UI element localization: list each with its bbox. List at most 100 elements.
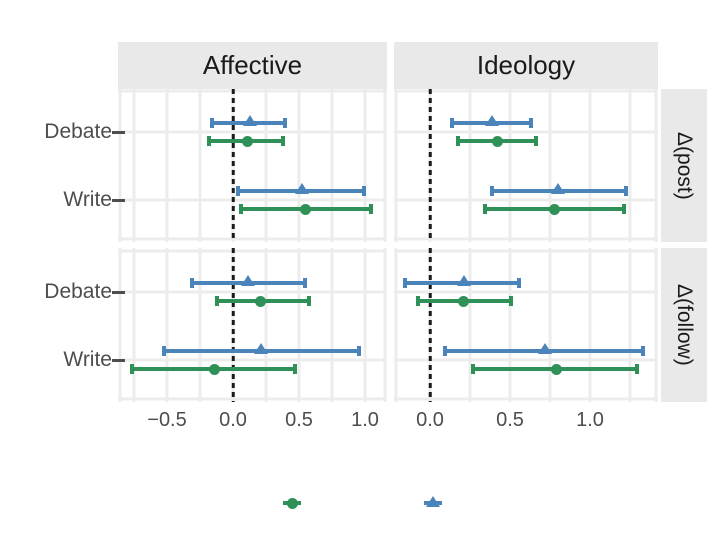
panel-ideology-follow: [394, 248, 658, 402]
x-tick-label: 0.0: [219, 409, 247, 431]
ci-cap-low: [130, 364, 135, 374]
gridline-vertical: [628, 248, 632, 402]
zero-reference-line: [231, 89, 235, 242]
ci-cap-low: [162, 345, 167, 356]
y-category-label: Write: [63, 348, 112, 371]
panel-edge-left: [394, 248, 398, 402]
x-tick-label: 1.0: [576, 409, 604, 431]
gridline-vertical: [264, 89, 268, 242]
gridline-vertical: [297, 248, 301, 402]
legend-key-circle: [286, 497, 298, 509]
gridline-vertical: [628, 89, 632, 242]
point-marker-circle: [300, 203, 312, 215]
facet-strip-delta-post: Δ(post): [661, 89, 707, 242]
point-marker-circle: [209, 363, 221, 375]
ci-cap-high: [293, 364, 298, 374]
ci-cap-high: [529, 117, 534, 128]
gridline-vertical: [330, 248, 334, 402]
facet-strip-delta-follow-label: Δ(follow): [673, 284, 696, 366]
point-marker-circle: [255, 295, 267, 307]
gridline-vertical: [198, 248, 202, 402]
panel-edge-right: [383, 248, 387, 402]
gridline-horizontal: [394, 358, 658, 362]
y-axis-tick: [112, 198, 125, 202]
ci-cap-low: [235, 185, 240, 196]
y-axis-tick: [112, 290, 125, 294]
point-marker-triangle: [240, 275, 255, 286]
point-marker-triangle: [243, 115, 258, 126]
gridline-horizontal: [118, 290, 387, 294]
point-marker-circle: [550, 363, 562, 375]
gridline-horizontal: [394, 130, 658, 134]
gridline-vertical: [508, 89, 512, 242]
ci-cap-low: [470, 364, 475, 374]
point-marker-triangle: [253, 343, 268, 354]
gridline-vertical: [132, 248, 136, 402]
gridline-vertical: [264, 248, 268, 402]
gridline-vertical: [198, 89, 202, 242]
gridline-vertical: [588, 89, 592, 242]
gridline-horizontal: [394, 89, 658, 93]
gridline-horizontal: [118, 130, 387, 134]
ci-cap-high: [282, 117, 287, 128]
point-marker-circle: [549, 203, 561, 215]
facet-strip-ideology-label: Ideology: [476, 50, 576, 80]
gridline-vertical: [297, 89, 301, 242]
point-marker-triangle: [551, 183, 565, 194]
ci-cap-high: [281, 136, 286, 146]
panel-edge-left: [118, 248, 122, 402]
gridline-horizontal: [118, 237, 387, 241]
gridline-vertical: [548, 248, 552, 402]
x-tick-label: 0.0: [416, 409, 444, 431]
point-marker-circle: [242, 135, 254, 147]
panel-ideology-post: [394, 89, 658, 242]
zero-reference-line: [428, 89, 432, 242]
ci-cap-low: [456, 136, 461, 146]
gridline-horizontal: [118, 249, 387, 253]
ci-cap-high: [635, 364, 639, 374]
point-marker-triangle: [294, 183, 309, 194]
gridline-horizontal: [118, 198, 387, 202]
gridline-horizontal: [394, 198, 658, 202]
gridline-vertical: [165, 89, 169, 242]
ci-cap-low: [443, 345, 448, 356]
ci-cap-low: [416, 296, 421, 306]
panel-edge-right: [383, 89, 387, 242]
facet-strip-delta-follow: Δ(follow): [661, 248, 707, 402]
zero-reference-line: [231, 248, 235, 402]
gridline-vertical: [363, 89, 367, 242]
gridline-horizontal: [394, 397, 658, 401]
gridline-vertical: [363, 248, 367, 402]
ci-cap-high: [508, 296, 513, 306]
ci-cap-low: [214, 296, 219, 306]
facet-strip-affective-label: Affective: [202, 50, 303, 80]
y-category-label: Debate: [44, 120, 112, 143]
gridline-vertical: [508, 248, 512, 402]
panel-edge-left: [118, 89, 122, 242]
gridline-vertical: [165, 248, 169, 402]
gridline-vertical: [588, 248, 592, 402]
ci-cap-low: [206, 136, 211, 146]
facet-strip-delta-post-label: Δ(post): [673, 131, 696, 200]
ci-cap-high: [362, 185, 366, 196]
gridline-horizontal: [118, 89, 387, 93]
ci-cap-low: [483, 204, 488, 214]
ci-cap-high: [368, 204, 373, 214]
ci-cap-high: [534, 136, 539, 146]
ci-cap-high: [302, 277, 307, 288]
y-axis-tick: [112, 358, 125, 362]
ci-cap-low: [403, 277, 408, 288]
gridline-vertical: [468, 248, 472, 402]
gridline-horizontal: [118, 358, 387, 362]
panel-affective-follow: [118, 248, 387, 402]
zero-reference-line: [428, 248, 432, 402]
point-marker-circle: [491, 135, 503, 147]
facet-strip-affective: Affective: [118, 42, 387, 89]
x-tick-label: −0.5: [147, 409, 187, 431]
y-axis-tick: [112, 130, 125, 134]
facet-strip-ideology: Ideology: [394, 42, 658, 89]
panel-edge-left: [394, 89, 398, 242]
gridline-vertical: [548, 89, 552, 242]
ci-cap-high: [622, 204, 627, 214]
